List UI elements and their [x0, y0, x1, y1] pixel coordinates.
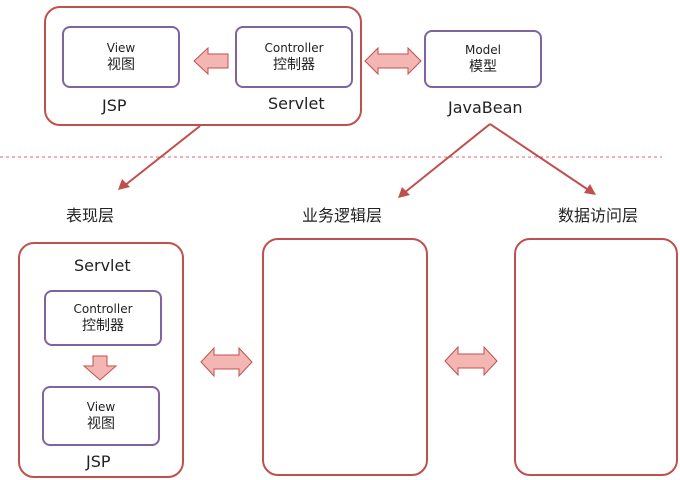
top-servlet-label: Servlet: [268, 94, 325, 113]
javabean-to-data-access-line: [489, 123, 591, 192]
presentation-business-double-arrow: [200, 346, 253, 378]
top-controller-label-zh: 控制器: [273, 57, 315, 73]
top-view-label-en: View: [106, 41, 136, 55]
top-model-label-en: Model: [464, 43, 502, 57]
javabean-to-business-line: [403, 123, 491, 194]
business-data-access-double-arrow: [444, 345, 498, 377]
top-javabean-label: JavaBean: [448, 98, 523, 117]
data-access-layer-label: 数据访问层: [558, 206, 639, 225]
top-view-box: View 视图: [62, 26, 180, 88]
business-layer-label: 业务逻辑层: [302, 206, 383, 225]
bottom-controller-label-zh: 控制器: [82, 318, 124, 334]
mvc-to-presentation-line: [123, 125, 201, 187]
top-model-box: Model 模型: [424, 30, 542, 88]
bottom-servlet-label: Servlet: [74, 256, 131, 275]
bottom-controller-box: Controller 控制器: [44, 290, 162, 346]
top-controller-model-double-arrow: [364, 46, 422, 76]
top-view-label-zh: 视图: [107, 57, 135, 73]
mvc-to-presentation-arrowhead: [118, 179, 130, 190]
bottom-jsp-label: JSP: [86, 452, 111, 471]
bottom-view-label-en: View: [86, 400, 116, 414]
javabean-to-data-access-arrowhead: [584, 184, 596, 195]
business-layer-box: [262, 238, 428, 476]
bottom-view-box: View 视图: [42, 386, 160, 446]
top-model-label-zh: 模型: [469, 59, 497, 75]
top-controller-label-en: Controller: [264, 41, 324, 55]
bottom-controller-label-en: Controller: [73, 302, 133, 316]
top-jsp-label: JSP: [102, 96, 127, 115]
bottom-view-label-zh: 视图: [87, 416, 115, 432]
data-access-layer-box: [514, 238, 678, 476]
top-controller-box: Controller 控制器: [235, 26, 353, 88]
javabean-to-business-arrowhead: [398, 187, 410, 198]
presentation-layer-label: 表现层: [66, 206, 115, 225]
